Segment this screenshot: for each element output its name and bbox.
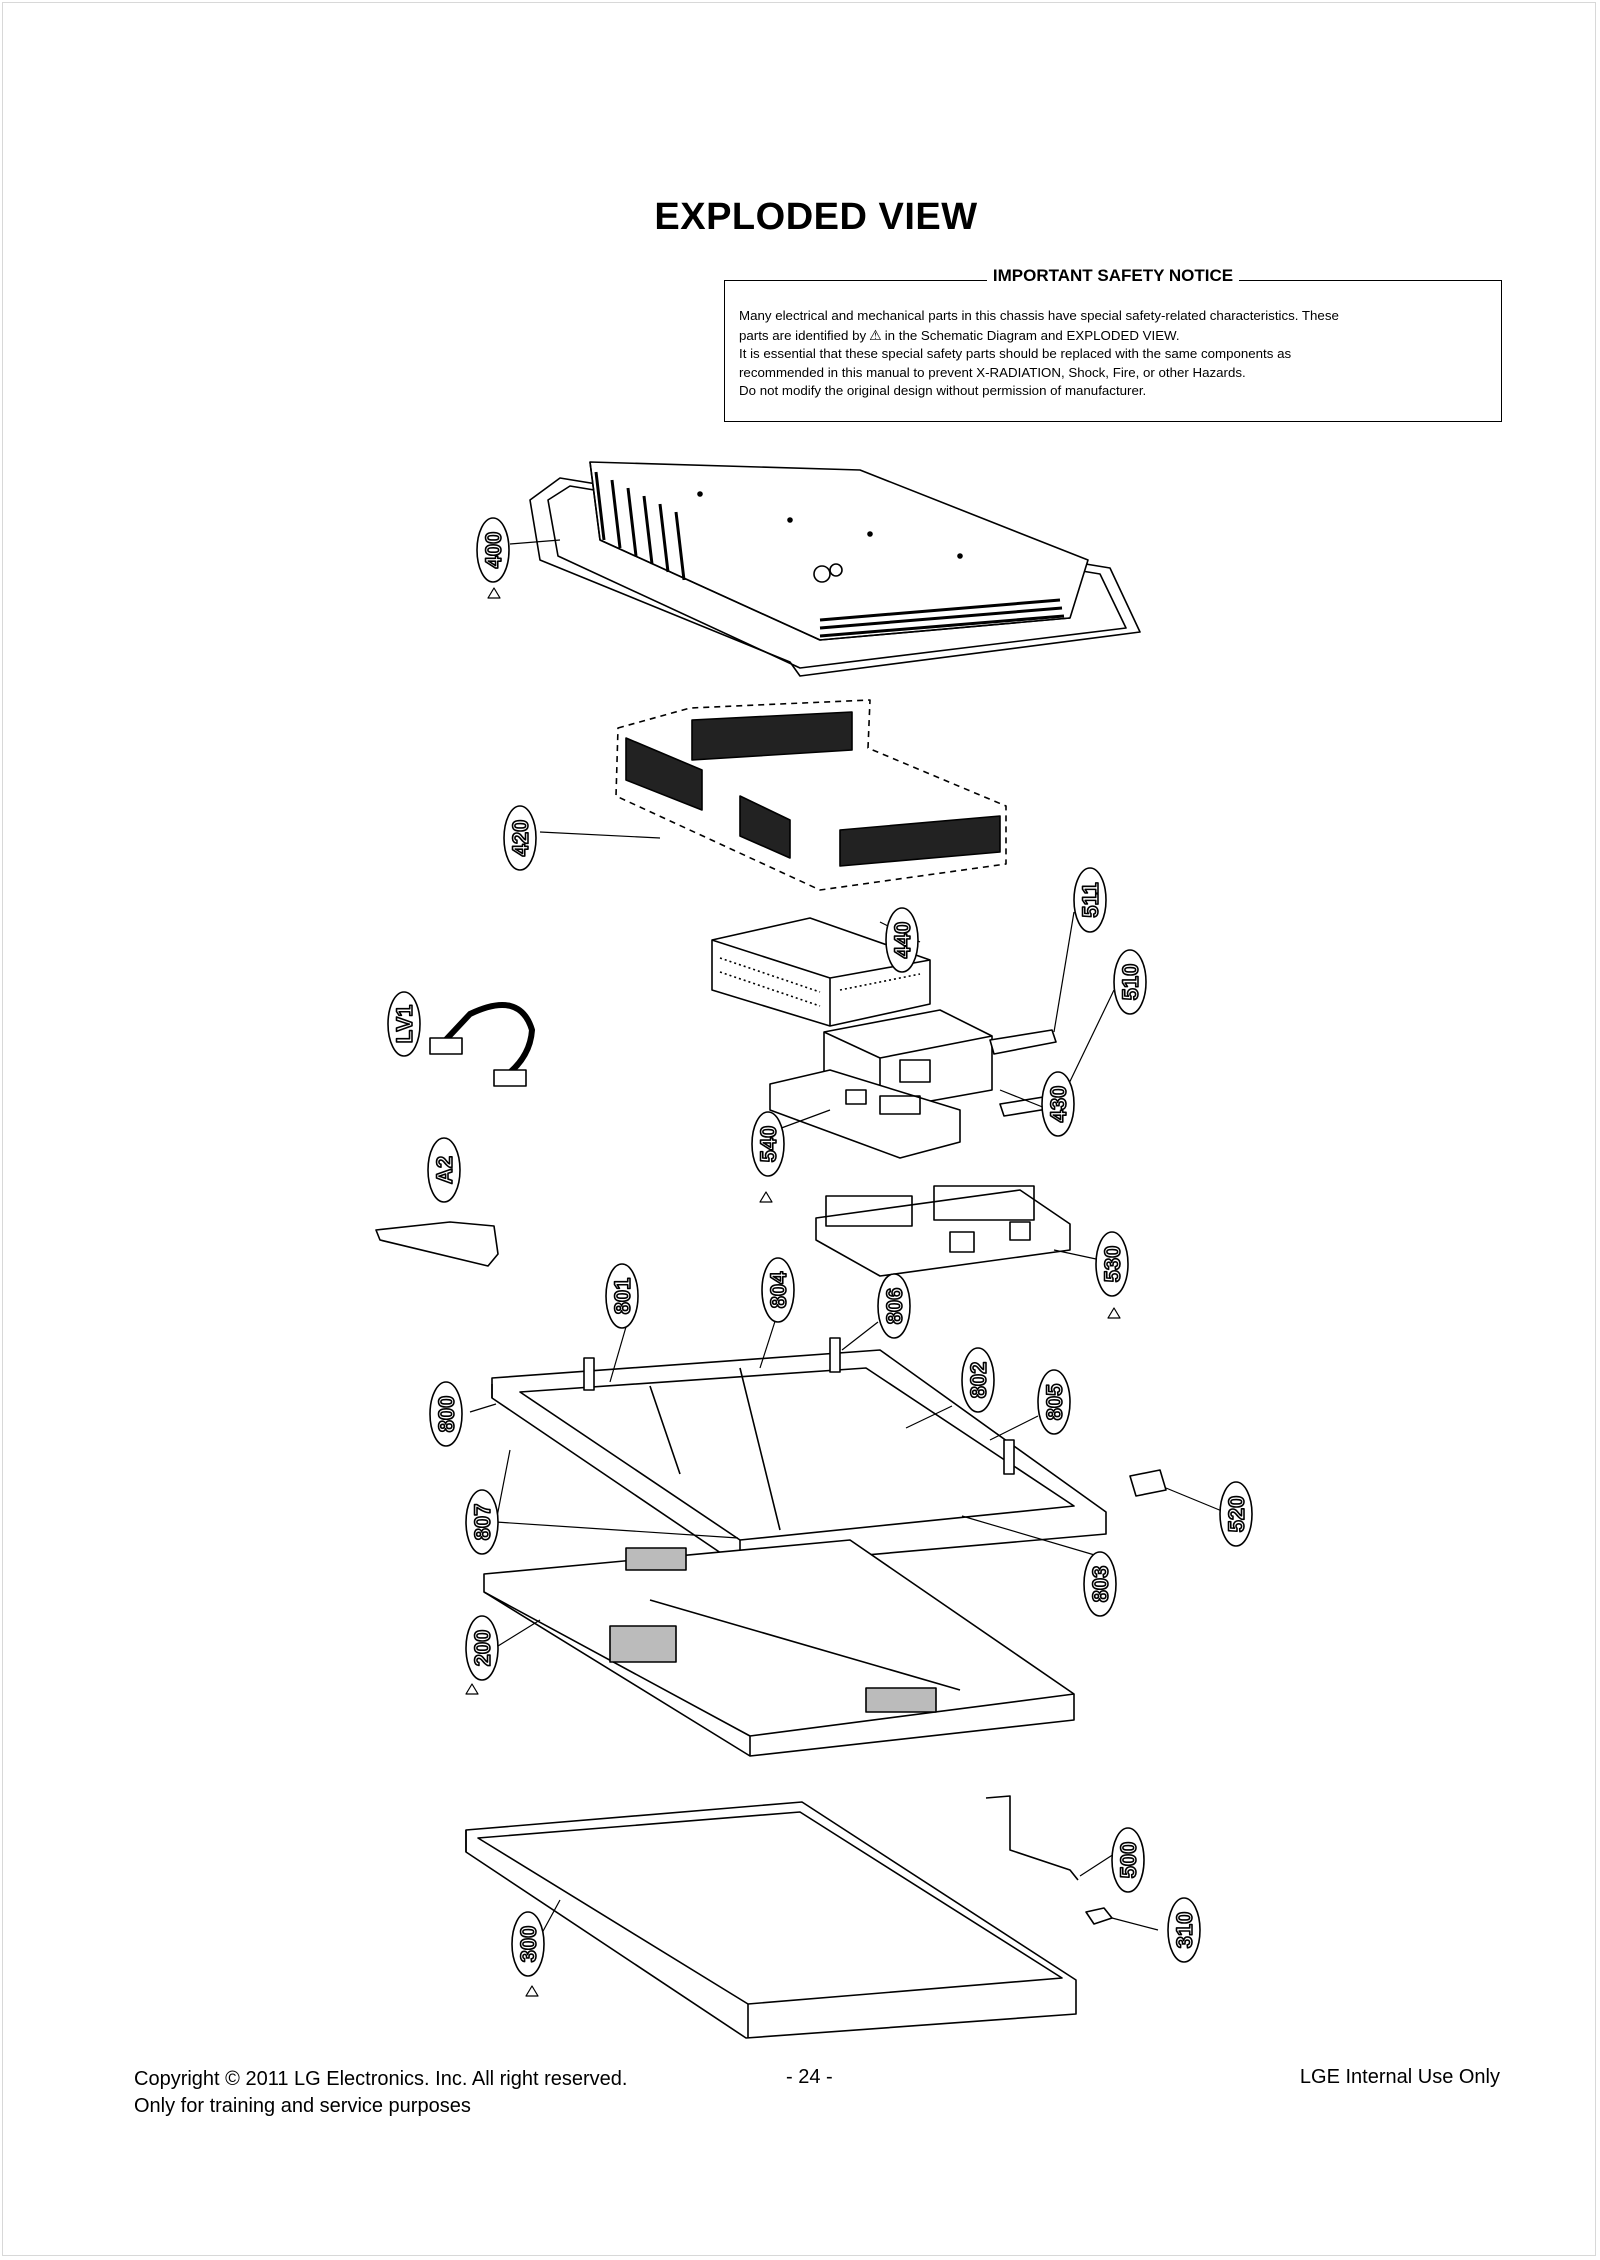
notice-line-5: Do not modify the original design withou…	[739, 383, 1147, 398]
part-511-connector	[989, 1029, 1057, 1055]
callout-group: 400 420 440 511 510 LV1 430 540 A2 530 8	[387, 517, 1253, 1977]
safety-notice-heading: IMPORTANT SAFETY NOTICE	[986, 266, 1240, 285]
callout-500: 500	[1111, 1827, 1145, 1893]
svg-text:802: 802	[966, 1362, 991, 1399]
svg-text:800: 800	[434, 1396, 459, 1433]
svg-text:540: 540	[756, 1126, 781, 1163]
svg-text:A2: A2	[432, 1156, 457, 1184]
part-530-psu-board	[815, 1185, 1071, 1277]
part-200-panel	[483, 1539, 1075, 1757]
lv1-connector-b	[493, 1069, 527, 1087]
svg-text:430: 430	[1046, 1086, 1071, 1123]
part-400-back-cover	[529, 461, 1141, 677]
part-440-shield-case	[711, 917, 931, 1027]
callout-801: 801	[605, 1263, 639, 1329]
callout-800: 800	[429, 1381, 463, 1447]
notice-line-3: It is essential that these special safet…	[739, 346, 1292, 361]
callout-420: 420	[503, 805, 537, 871]
svg-text:805: 805	[1042, 1384, 1067, 1421]
footer-page-number: - 24 -	[786, 2066, 833, 2088]
notice-line-4: recommended in this manual to prevent X-…	[739, 364, 1246, 380]
part-500-cable	[985, 1795, 1079, 1881]
callout-300: 300	[511, 1911, 545, 1977]
callout-803: 803	[1083, 1551, 1117, 1617]
callout-400: 400	[476, 517, 510, 583]
part-520-bracket	[1129, 1469, 1167, 1497]
page-title: EXPLODED VIEW	[654, 196, 978, 238]
svg-text:801: 801	[610, 1278, 635, 1315]
warning-triangle-icon: ⚠	[869, 326, 882, 343]
svg-text:807: 807	[470, 1504, 495, 1541]
callout-430: 430	[1041, 1071, 1075, 1137]
callout-520: 520	[1219, 1481, 1253, 1547]
svg-text:530: 530	[1100, 1246, 1125, 1283]
footer-left: Copyright © 2011 LG Electronics. Inc. Al…	[134, 2066, 627, 2120]
svg-text:806: 806	[882, 1288, 907, 1325]
svg-text:400: 400	[481, 532, 506, 569]
safety-notice-box: IMPORTANT SAFETY NOTICE Many electrical …	[724, 266, 1502, 422]
lv1-connector-a	[429, 1037, 463, 1055]
svg-text:200: 200	[470, 1630, 495, 1667]
footer-copyright: Copyright © 2011 LG Electronics. Inc. Al…	[134, 2068, 628, 2090]
footer-internal: LGE Internal Use Only	[1299, 2066, 1500, 2088]
footer-purpose: Only for training and service purposes	[134, 2095, 471, 2117]
part-800-frame	[491, 1337, 1107, 1567]
safety-markers	[465, 587, 1121, 1997]
part-300-front-bezel	[465, 1801, 1077, 2039]
callout-806: 806	[877, 1273, 911, 1339]
part-a2-stand	[375, 1221, 499, 1267]
callout-804: 804	[761, 1257, 795, 1323]
svg-text:803: 803	[1088, 1566, 1113, 1603]
callout-805: 805	[1037, 1369, 1071, 1435]
svg-text:440: 440	[890, 922, 915, 959]
svg-text:500: 500	[1116, 1842, 1141, 1879]
notice-line-2b: in the Schematic Diagram and EXPLODED VI…	[884, 327, 1180, 343]
svg-text:420: 420	[508, 820, 533, 857]
svg-text:510: 510	[1118, 964, 1143, 1001]
part-540-main-board	[769, 1069, 961, 1159]
notice-line-2a: parts are identified by	[739, 327, 867, 343]
notice-line-1: Many electrical and mechanical parts in …	[739, 308, 1339, 323]
notice-line-2: parts are identified by⚠in the Schematic…	[739, 326, 1488, 346]
svg-text:310: 310	[1172, 1912, 1197, 1949]
callout-a2: A2	[427, 1137, 461, 1203]
svg-text:300: 300	[516, 1926, 541, 1963]
callout-lv1: LV1	[387, 991, 421, 1057]
svg-text:LV1: LV1	[392, 1005, 417, 1044]
svg-text:804: 804	[766, 1271, 791, 1308]
svg-text:511: 511	[1078, 882, 1103, 918]
safety-notice-heading-wrap: IMPORTANT SAFETY NOTICE	[725, 266, 1501, 286]
part-420-shield-plates	[615, 699, 1007, 891]
callout-540: 540	[751, 1111, 785, 1177]
callout-530: 530	[1095, 1231, 1129, 1297]
part-310-clip	[1085, 1907, 1113, 1925]
callout-511: 511	[1073, 867, 1107, 933]
safety-notice-body: Many electrical and mechanical parts in …	[739, 307, 1488, 401]
callout-802: 802	[961, 1347, 995, 1413]
callout-200: 200	[465, 1615, 499, 1681]
callout-310: 310	[1167, 1897, 1201, 1963]
part-lv1-cable	[437, 1002, 535, 1083]
callout-510: 510	[1113, 949, 1147, 1015]
svg-text:520: 520	[1224, 1496, 1249, 1533]
callout-807: 807	[465, 1489, 499, 1555]
callout-440: 440	[885, 907, 919, 973]
